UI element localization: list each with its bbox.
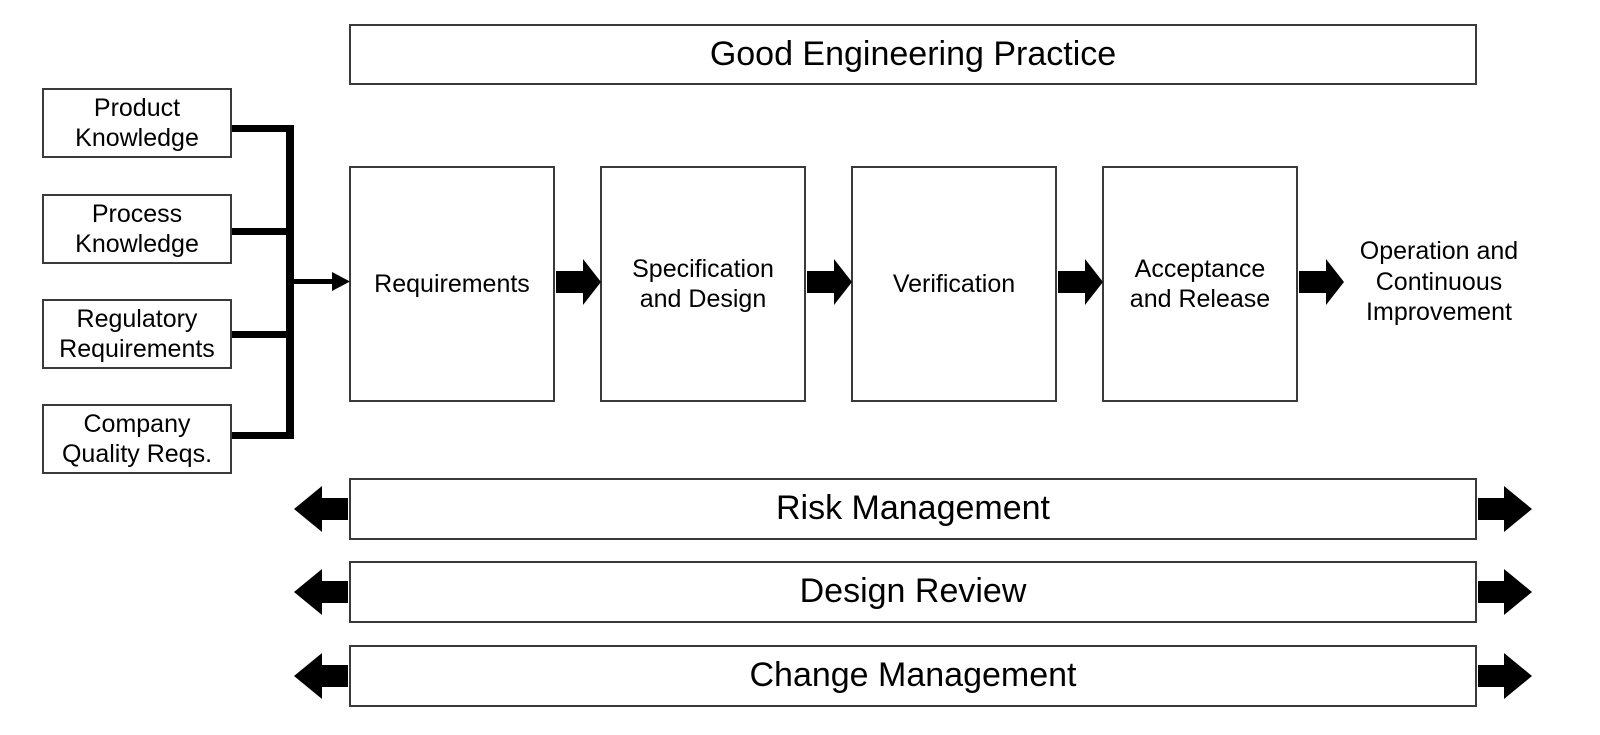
feeder-arrow-icon <box>294 272 350 291</box>
input-box-company-quality-reqs: Company Quality Reqs. <box>42 404 232 474</box>
outcome-line1: Operation and <box>1359 237 1519 266</box>
stage-box-specification-and-design: Specification and Design <box>600 166 806 402</box>
flow-arrow-icon-3 <box>1058 259 1103 305</box>
input-label-product-knowledge: Product Knowledge <box>75 93 199 154</box>
connector-branch-product-knowledge <box>232 125 290 132</box>
stage-label-specification-and-design: Specification and Design <box>632 254 774 315</box>
swimlane-right-arrow-icon-risk-management <box>1478 486 1532 532</box>
outcome-text: Operation and Continuous Improvement <box>1360 236 1518 328</box>
connector-branch-process-knowledge <box>232 228 290 235</box>
swimlane-left-arrow-icon-risk-management <box>294 486 348 532</box>
input-box-product-knowledge: Product Knowledge <box>42 88 232 158</box>
input-line2: Requirements <box>59 335 215 363</box>
input-label-regulatory-requirements: Regulatory Requirements <box>59 304 215 365</box>
swimlane-label-change-management: Change Management <box>749 656 1077 695</box>
flow-arrow-icon-1 <box>556 259 601 305</box>
stage-box-verification: Verification <box>851 166 1057 402</box>
input-label-company-quality-reqs: Company Quality Reqs. <box>62 409 212 470</box>
input-line1: Company <box>83 409 191 438</box>
connector-branch-company-quality-reqs <box>232 432 290 439</box>
stage-box-acceptance-and-release: Acceptance and Release <box>1102 166 1298 402</box>
stage-box-requirements: Requirements <box>349 166 555 402</box>
swimlane-label-risk-management: Risk Management <box>775 489 1050 528</box>
stage-line2: and Release <box>1129 285 1271 313</box>
banner-good-engineering-practice: Good Engineering Practice <box>349 24 1477 85</box>
input-line2: Knowledge <box>75 230 199 258</box>
swimlane-right-arrow-icon-change-management <box>1478 653 1532 699</box>
swimlane-label-design-review: Design Review <box>799 572 1027 611</box>
banner-label: Good Engineering Practice <box>709 34 1117 73</box>
outcome-label-operation-and-continuous-improvement: Operation and Continuous Improvement <box>1344 230 1534 334</box>
stage-line1: Verification <box>892 269 1016 298</box>
stage-label-requirements: Requirements <box>374 269 530 300</box>
connector-branch-regulatory-requirements <box>232 331 290 338</box>
stage-line2: and Design <box>639 285 767 313</box>
swimlane-box-change-management: Change Management <box>349 645 1477 707</box>
swimlane-box-design-review: Design Review <box>349 561 1477 623</box>
input-line1: Regulatory <box>76 304 198 333</box>
outcome-line2: Continuous <box>1375 267 1503 296</box>
swimlane-left-arrow-icon-change-management <box>294 653 348 699</box>
input-line2: Quality Reqs. <box>61 440 213 468</box>
input-line1: Product <box>93 93 181 122</box>
input-box-regulatory-requirements: Regulatory Requirements <box>42 299 232 369</box>
stage-line1: Acceptance <box>1134 254 1266 283</box>
outcome-line3: Improvement <box>1366 298 1512 327</box>
stage-line1: Specification <box>632 254 774 283</box>
flow-arrow-icon-2 <box>807 259 852 305</box>
input-line1: Process <box>91 199 183 228</box>
stage-label-acceptance-and-release: Acceptance and Release <box>1130 254 1270 315</box>
stage-label-verification: Verification <box>893 269 1015 300</box>
input-box-process-knowledge: Process Knowledge <box>42 194 232 264</box>
input-line2: Knowledge <box>75 124 199 152</box>
stage-line1: Requirements <box>374 269 530 298</box>
swimlane-right-arrow-icon-design-review <box>1478 569 1532 615</box>
swimlane-box-risk-management: Risk Management <box>349 478 1477 540</box>
swimlane-left-arrow-icon-design-review <box>294 569 348 615</box>
input-label-process-knowledge: Process Knowledge <box>75 199 199 260</box>
connector-bus-vertical <box>286 125 294 439</box>
flow-arrow-icon-4 <box>1299 259 1344 305</box>
